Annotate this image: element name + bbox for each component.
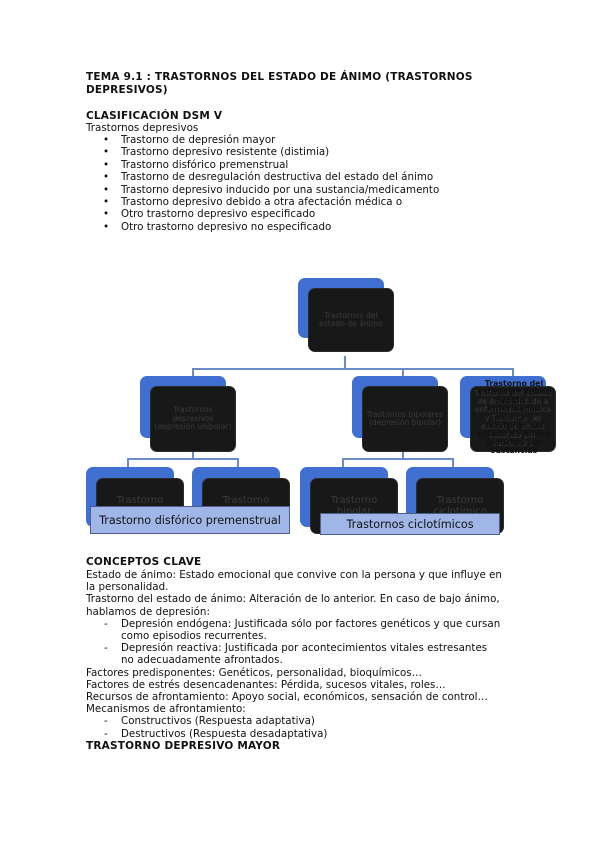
page-title: TEMA 9.1 : TRASTORNOS DEL ESTADO DE ÁNIM… bbox=[86, 71, 473, 96]
concept-dash-item: -Depresión reactiva: Justificada por aco… bbox=[86, 642, 526, 654]
concept-line: Trastorno del estado de ánimo: Alteració… bbox=[86, 593, 500, 606]
dash-mark: - bbox=[104, 617, 108, 630]
medical-node: Trastorno del estado de ánimo debido a e… bbox=[470, 386, 556, 452]
list-item: Otro trastorno depresivo especificado bbox=[103, 208, 439, 221]
concept-line: Recursos de afrontamiento: Apoyo social,… bbox=[86, 691, 488, 704]
hierarchy-diagram: Trastornos del estado de ánimo Trastorno… bbox=[84, 276, 564, 540]
connector bbox=[237, 458, 239, 469]
connector bbox=[127, 458, 129, 469]
key-concepts-section: CONCEPTOS CLAVE Estado de ánimo: Estado … bbox=[86, 556, 526, 753]
classification-subtitle: Trastornos depresivos bbox=[86, 122, 199, 134]
dash-text: Depresión endógena: Justificada sólo por… bbox=[121, 617, 501, 630]
concept-line: como episodios recurrentes. bbox=[121, 630, 267, 643]
list-item: Trastorno depresivo resistente (distimia… bbox=[103, 146, 439, 159]
classification-list: Trastorno de depresión mayor Trastorno d… bbox=[103, 134, 439, 234]
connector bbox=[342, 458, 452, 460]
connector bbox=[192, 368, 512, 370]
connector bbox=[342, 458, 344, 469]
connector bbox=[192, 368, 194, 378]
dash-text: Destructivos (Respuesta desadaptativa) bbox=[121, 727, 328, 740]
concept-dash-item: -Destructivos (Respuesta desadaptativa) bbox=[86, 728, 526, 740]
concept-dash-item: -Constructivos (Respuesta adaptativa) bbox=[86, 715, 526, 727]
dash-mark: - bbox=[104, 642, 108, 655]
concept-dash-item: -Depresión endógena: Justificada sólo po… bbox=[86, 618, 526, 630]
connector bbox=[452, 458, 454, 469]
concepts-heading: CONCEPTOS CLAVE bbox=[86, 556, 202, 568]
list-item: Trastorno disfórico premenstrual bbox=[103, 159, 439, 172]
concept-line: Factores predisponentes: Genéticos, pers… bbox=[86, 666, 422, 679]
connector bbox=[402, 448, 404, 458]
root-node: Trastornos del estado de ánimo bbox=[308, 288, 394, 352]
dash-text: Depresión reactiva: Justificada por acon… bbox=[121, 642, 488, 655]
medical-node-label: Trastorno del estado de ánimo debido a e… bbox=[477, 379, 551, 456]
connector bbox=[344, 356, 346, 368]
concept-line: no adecuadamente afrontados. bbox=[121, 654, 283, 667]
connector bbox=[127, 458, 237, 460]
connector bbox=[402, 368, 404, 378]
cyclothymic-label: Trastornos ciclotímicos bbox=[320, 513, 500, 535]
connector bbox=[512, 368, 514, 378]
list-item: Trastorno de depresión mayor bbox=[103, 134, 439, 147]
concept-line: la personalidad. bbox=[86, 581, 169, 594]
connector bbox=[192, 448, 194, 458]
classification-heading: CLASIFICACIÓN DSM V bbox=[86, 110, 223, 122]
bipolar-node: Trastornos bipolares (depresión bipolar) bbox=[362, 386, 448, 452]
concept-line: Factores de estrés desencadenantes: Pérd… bbox=[86, 678, 446, 691]
list-item: Otro trastorno depresivo no especificado bbox=[103, 221, 439, 234]
list-item: Trastorno depresivo inducido por una sus… bbox=[103, 184, 439, 197]
depressive-node: Trastornos depresivos (depresión unipola… bbox=[150, 386, 236, 452]
section-heading: TRASTORNO DEPRESIVO MAYOR bbox=[86, 739, 281, 752]
list-item: Trastorno depresivo debido a otra afecta… bbox=[103, 196, 439, 209]
dash-text: Constructivos (Respuesta adaptativa) bbox=[121, 715, 315, 728]
concept-line: Estado de ánimo: Estado emocional que co… bbox=[86, 569, 502, 581]
dash-mark: - bbox=[104, 715, 108, 728]
list-item: Trastorno de desregulación destructiva d… bbox=[103, 171, 439, 184]
pmdd-label: Trastorno disfórico premenstrual bbox=[90, 506, 290, 534]
concept-line: Mecanismos de afrontamiento: bbox=[86, 703, 246, 716]
dash-mark: - bbox=[104, 727, 108, 740]
concept-line: hablamos de depresión: bbox=[86, 605, 210, 618]
